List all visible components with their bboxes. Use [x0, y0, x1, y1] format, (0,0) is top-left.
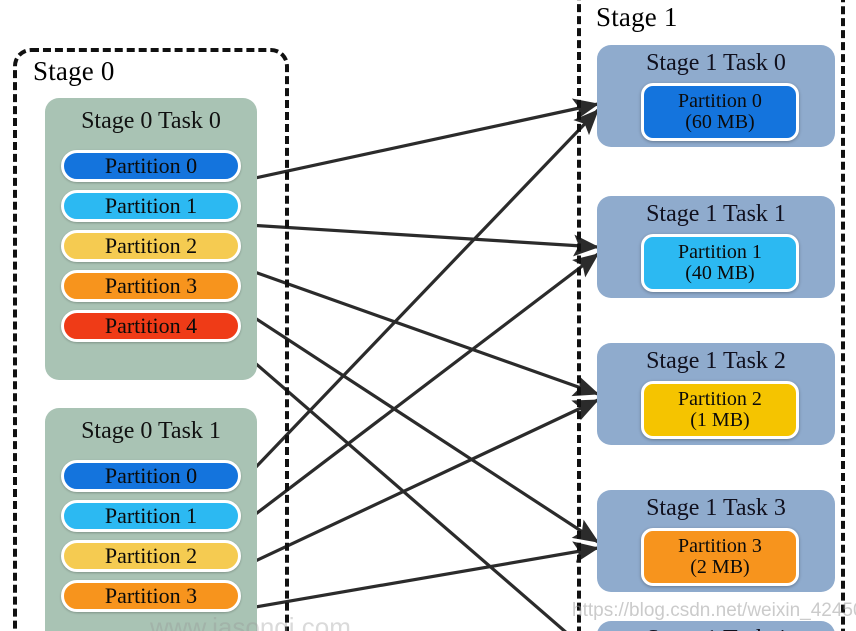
- partition-size: (60 MB): [685, 111, 755, 133]
- partition-size: (40 MB): [685, 262, 755, 284]
- stage-1-task-1-card[interactable]: Stage 1 Task 1 Partition 1 (40 MB): [597, 196, 835, 298]
- stage-1-task-2-partition[interactable]: Partition 2 (1 MB): [641, 381, 799, 439]
- stage-0-task-1-title: Stage 0 Task 1: [81, 418, 221, 444]
- stage-0-task-1-card[interactable]: Stage 0 Task 1 Partition 0 Partition 1 P…: [45, 408, 257, 631]
- partition-label: Partition 0: [678, 90, 762, 112]
- partition-size: (1 MB): [690, 409, 750, 431]
- partition-label: Partition 3: [678, 535, 762, 557]
- stage-0-task-0-title: Stage 0 Task 0: [81, 108, 221, 134]
- stage-1-task-3-partition[interactable]: Partition 3 (2 MB): [641, 528, 799, 586]
- partition-label: Partition 4: [104, 313, 198, 338]
- stage-0-task-1-partition-3[interactable]: Partition 3: [61, 580, 241, 612]
- stage-0-task-0-partition-0[interactable]: Partition 0: [61, 150, 241, 182]
- partition-label: Partition 3: [104, 583, 198, 608]
- stage-0-task-0-card[interactable]: Stage 0 Task 0 Partition 0 Partition 1 P…: [45, 98, 257, 380]
- partition-label: Partition 1: [104, 503, 198, 528]
- stage-0-task-0-partition-3[interactable]: Partition 3: [61, 270, 241, 302]
- partition-label: Partition 3: [104, 273, 198, 298]
- stage-0-task-1-partition-1[interactable]: Partition 1: [61, 500, 241, 532]
- stage-1-task-0-partition[interactable]: Partition 0 (60 MB): [641, 83, 799, 141]
- stage-0-task-1-partition-0[interactable]: Partition 0: [61, 460, 241, 492]
- stage-0-boundary: [13, 48, 289, 631]
- stage-1-boundary: [577, 0, 845, 631]
- partition-label: Partition 0: [104, 153, 198, 178]
- partition-label: Partition 0: [104, 463, 198, 488]
- partition-size: (2 MB): [690, 556, 750, 578]
- stage-1-task-4-card[interactable]: Stage 1 Task 4 Partition 4: [597, 621, 835, 631]
- stage-0-task-1-partition-2[interactable]: Partition 2: [61, 540, 241, 572]
- stage-1-task-4-title: Stage 1 Task 4: [597, 626, 835, 631]
- stage-0-task-0-partition-4[interactable]: Partition 4: [61, 310, 241, 342]
- partition-label: Partition 2: [678, 388, 762, 410]
- stage-1-task-1-partition[interactable]: Partition 1 (40 MB): [641, 234, 799, 292]
- stage-1-task-0-title: Stage 1 Task 0: [646, 50, 786, 76]
- stage-1-task-3-card[interactable]: Stage 1 Task 3 Partition 3 (2 MB): [597, 490, 835, 592]
- stage-1-task-2-title: Stage 1 Task 2: [646, 348, 786, 374]
- stage-0-task-0-partition-2[interactable]: Partition 2: [61, 230, 241, 262]
- stage-1-task-1-title: Stage 1 Task 1: [646, 201, 786, 227]
- stage-1-task-3-title: Stage 1 Task 3: [646, 495, 786, 521]
- stage-0-label: Stage 0: [33, 56, 115, 86]
- stage-1-label: Stage 1: [596, 2, 678, 32]
- stage-1-task-0-card[interactable]: Stage 1 Task 0 Partition 0 (60 MB): [597, 45, 835, 147]
- partition-label: Partition 1: [678, 241, 762, 263]
- stage-1-task-2-card[interactable]: Stage 1 Task 2 Partition 2 (1 MB): [597, 343, 835, 445]
- partition-label: Partition 1: [104, 193, 198, 218]
- partition-label: Partition 2: [104, 233, 198, 258]
- partition-label: Partition 2: [104, 543, 198, 568]
- stage-0-task-0-partition-1[interactable]: Partition 1: [61, 190, 241, 222]
